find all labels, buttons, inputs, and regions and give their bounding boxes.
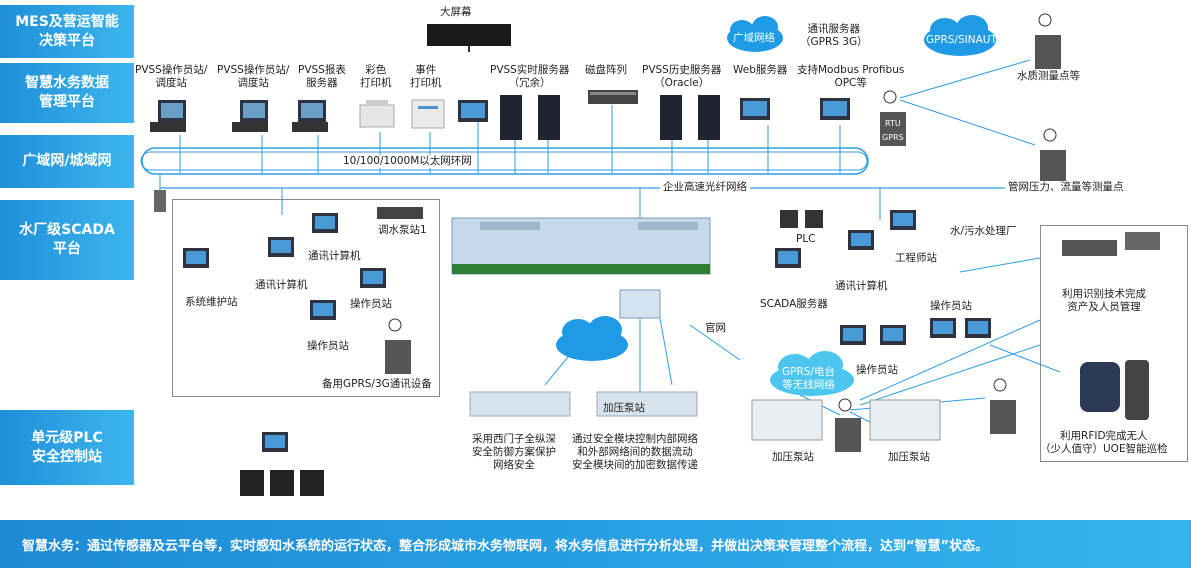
op-station-c-label: 操作员站 (930, 300, 972, 312)
maint-station-label: 系统维护站 (185, 296, 238, 308)
report-server-label: PVSS报表 服务器 (298, 64, 346, 89)
scada-group-box (172, 199, 440, 397)
gprs-label: GPRS (882, 133, 904, 142)
plc-label: PLC (796, 233, 816, 245)
disk-array-label: 磁盘阵列 (585, 64, 627, 76)
pump-station-1-label: 调水泵站1 (378, 224, 427, 236)
rfid-asset-label: 利用识别技术完成 资产及人员管理 (1062, 288, 1146, 313)
sidebar-item-wan: 广域网/城域网 (0, 135, 134, 188)
rfid-group-box (1040, 225, 1188, 462)
comm-pc-3-label: 通讯计算机 (835, 280, 888, 292)
sidebar-item-mes: MES及营运智能 决策平台 (0, 5, 134, 58)
event-printer-label: 事件 打印机 (410, 64, 442, 89)
official-net-label: 官网 (705, 322, 726, 334)
comm-pc-1-label: 通讯计算机 (308, 250, 361, 262)
siemens-note-1: 采用西门子全纵深 安全防御方案保护 网络安全 (472, 433, 556, 471)
backup-gprs-label: 备用GPRS/3G通讯设备 (322, 378, 432, 390)
gprs-sinaut-label: GPRS/SINAUT (926, 34, 997, 46)
comm-pc-2-label: 通讯计算机 (255, 279, 308, 291)
comm-server-label: 通讯服务器 （GPRS 3G） (800, 23, 868, 48)
color-printer-label: 彩色 打印机 (360, 64, 392, 89)
wan-cloud-label: 广域网络 (733, 32, 775, 44)
op-station-label-2: PVSS操作员站/ 调度站 (217, 64, 290, 89)
modbus-label: 支持Modbus Profibus OPC等 (797, 64, 905, 89)
rfid-patrol-label: 利用RFID完成无人 （少人值守）UOE智能巡检 (1040, 430, 1168, 455)
gprs-radio-label: GPRS/电台 等无线网络 (782, 366, 835, 391)
ring-network-label: 10/100/1000M以太网环网 (340, 155, 475, 168)
fiber-network-label: 企业高速光纤网络 (660, 181, 750, 194)
siemens-note-2: 通过安全模块控制内部网络 和外部网络间的数据流动 安全模块间的加密数据传递 (572, 433, 698, 471)
pipe-pressure-label: 管网压力、流量等测量点 (1005, 181, 1127, 194)
sidebar-item-data-platform: 智慧水务数据 管理平台 (0, 63, 134, 123)
web-server-label: Web服务器 (733, 64, 788, 76)
op-station-a-label: 操作员站 (350, 298, 392, 310)
big-screen-label: 大屏幕 (440, 6, 472, 18)
op-station-b-label: 操作员站 (307, 340, 349, 352)
op-station-d-label: 操作员站 (856, 364, 898, 376)
engineer-station-label: 工程师站 (895, 252, 937, 264)
booster-station-label: 加压泵站 (603, 402, 645, 414)
scada-server-label: SCADA服务器 (760, 298, 828, 310)
op-station-label-1: PVSS操作员站/ 调度站 (135, 64, 208, 89)
history-server-label: PVSS历史服务器 （Oracle） (642, 64, 722, 89)
booster-station-label-3: 加压泵站 (888, 451, 930, 463)
footer-banner: 智慧水务：通过传感器及云平台等，实时感知水系统的运行状态，整合形成城市水务物联网… (0, 520, 1191, 568)
water-quality-label: 水质测量点等 (1017, 70, 1080, 82)
realtime-server-label: PVSS实时服务器 （冗余） (490, 64, 570, 89)
sidebar-item-scada: 水厂级SCADA 平台 (0, 200, 134, 280)
water-plant-label: 水/污水处理厂 (950, 225, 1017, 237)
rtu-label: RTU (885, 119, 901, 128)
sidebar-item-plc: 单元级PLC 安全控制站 (0, 410, 134, 485)
booster-station-label-2: 加压泵站 (772, 451, 814, 463)
